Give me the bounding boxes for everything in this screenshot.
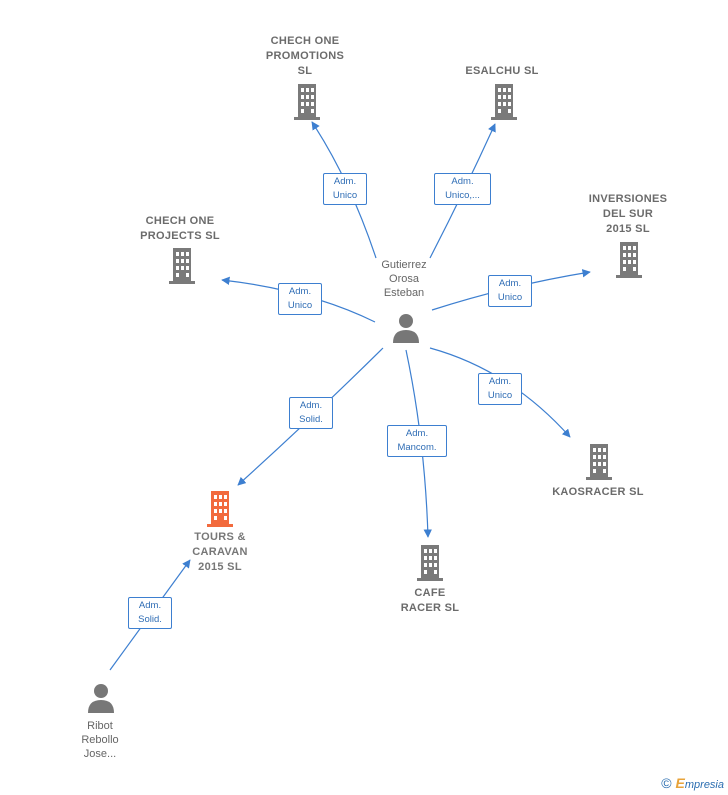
relation-label[interactable]: Adm. Unico (478, 373, 522, 405)
relation-label[interactable]: Adm. Unico (278, 283, 322, 315)
brand-initial: E (675, 775, 685, 791)
person-icon (393, 314, 419, 343)
building-icon (169, 248, 195, 284)
brand-name: mpresia (684, 779, 724, 791)
relation-label[interactable]: Adm. Solid. (289, 397, 333, 429)
person-label-gutierrez[interactable]: Gutierrez Orosa Esteban (381, 259, 427, 299)
person-icon (88, 684, 114, 713)
relation-label[interactable]: Adm. Unico (488, 275, 532, 307)
company-label-kaosracer[interactable]: KAOSRACER SL (552, 486, 644, 498)
building-icon (417, 545, 443, 581)
building-icon (616, 242, 642, 278)
company-label-tours[interactable]: TOURS & CARAVAN 2015 SL (192, 531, 248, 573)
brand-logo[interactable]: ©Empresia (661, 775, 724, 791)
relation-label[interactable]: Adm. Solid. (128, 597, 172, 629)
company-label-esalchu[interactable]: ESALCHU SL (465, 65, 539, 77)
company-label-cafe-racer[interactable]: CAFE RACER SL (400, 587, 460, 614)
company-label-inversiones[interactable]: INVERSIONES DEL SUR 2015 SL (588, 193, 668, 235)
company-label-chech-projects[interactable]: CHECH ONE PROJECTS SL (140, 215, 220, 242)
copyright-symbol: © (661, 775, 672, 791)
building-icon-focus (207, 491, 233, 527)
company-label-chech-promotions[interactable]: CHECH ONE PROMOTIONS SL (265, 35, 345, 77)
relation-label[interactable]: Adm. Unico (323, 173, 367, 205)
building-icon (294, 84, 320, 120)
relation-label[interactable]: Adm. Mancom. (387, 425, 447, 457)
person-label-ribot[interactable]: Ribot Rebollo Jose... (81, 720, 119, 760)
building-icon (586, 444, 612, 480)
building-icon (491, 84, 517, 120)
relation-label[interactable]: Adm. Unico,... (434, 173, 491, 205)
